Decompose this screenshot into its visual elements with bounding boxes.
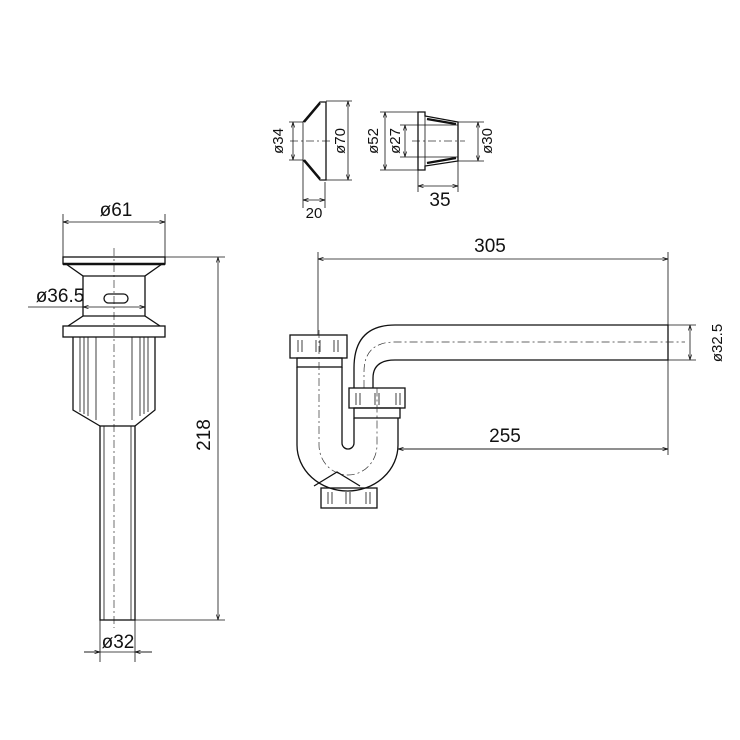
dim-slot-diameter: ø36.5 [36,286,85,307]
dim-inner-diameter: ø34 [270,128,287,154]
escutcheon: ø34 ø70 20 [270,100,352,222]
dim-bore-diameter: ø27 [387,128,404,154]
dim-outer-diameter: ø70 [332,128,349,154]
dim-flange-diameter: ø52 [365,128,382,154]
dim-pipe-length: 255 [489,426,521,447]
dim-end-diameter: ø30 [479,128,496,154]
dim-height: 218 [194,419,215,451]
dim-depth: 20 [306,205,323,222]
dim-length: 35 [429,190,450,211]
overflow-slot [103,293,129,304]
adapter: ø52 ø27 ø30 35 [365,111,496,211]
dim-overall-length: 305 [474,236,506,257]
dim-pipe-diameter: ø32.5 [709,324,726,362]
dim-tail-diameter: ø32 [102,632,135,653]
p-trap: 305 255 ø32.5 [289,236,726,509]
popup-drain: ø61 ø36.5 218 ø32 [28,200,225,662]
dim-top-diameter: ø61 [100,200,133,221]
